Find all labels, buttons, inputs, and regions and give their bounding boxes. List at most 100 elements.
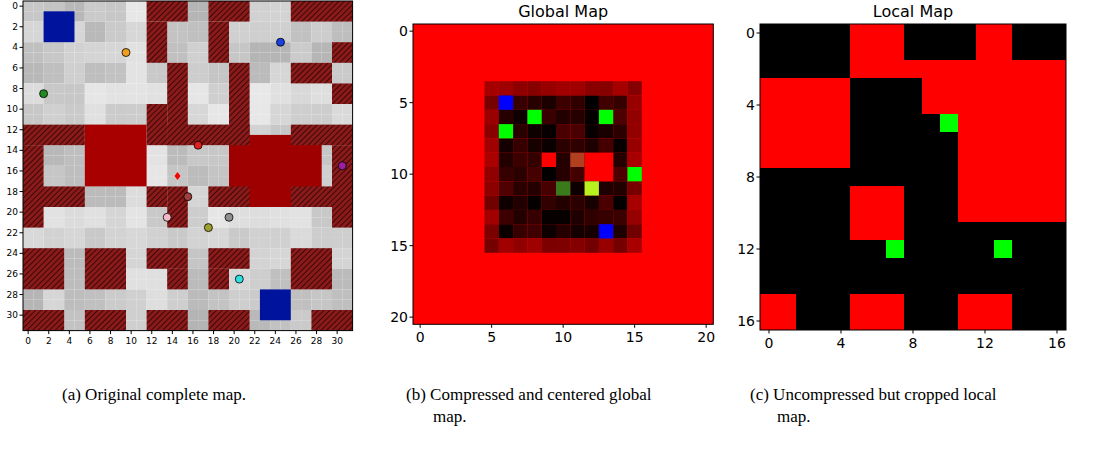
floor-cell (167, 300, 177, 310)
floor-cell (208, 156, 218, 166)
floor-cell (188, 53, 198, 63)
floor-cell (126, 94, 136, 104)
floor-cell (311, 104, 321, 114)
subfigure-caption: (c) Uncompressed but cropped local map. (750, 384, 1029, 428)
floor-cell (126, 197, 136, 207)
tick-mark (20, 212, 24, 213)
floor-cell (147, 156, 157, 166)
map-cell (585, 181, 599, 195)
floor-cell (239, 228, 249, 238)
map-cell (513, 239, 527, 253)
floor-cell (75, 145, 85, 155)
map-cell (585, 210, 599, 224)
tick-label: 2 (12, 22, 18, 32)
wall-block (23, 125, 85, 146)
floor-cell (44, 217, 54, 227)
floor-cell (54, 238, 64, 248)
floor-cell (219, 228, 229, 238)
map-cell (613, 153, 627, 167)
wall-block (147, 1, 188, 22)
floor-cell (260, 248, 270, 258)
floor-cell (250, 42, 260, 52)
tick-label: 14 (167, 336, 178, 346)
map-cell (570, 124, 584, 138)
tick-label: 4 (66, 336, 72, 346)
floor-cell (188, 73, 198, 83)
floor-cell (198, 207, 208, 217)
map-cell (499, 81, 513, 95)
floor-cell (311, 94, 321, 104)
floor-cell (219, 156, 229, 166)
floor-cell (342, 104, 352, 114)
tick-mark (89, 331, 90, 335)
floor-cell (116, 289, 126, 299)
tick-mark (20, 253, 24, 254)
floor-cell (301, 228, 311, 238)
floor-cell (64, 94, 74, 104)
floor-cell (239, 207, 249, 217)
floor-cell (126, 248, 136, 258)
floor-cell (157, 145, 167, 155)
floor-cell (198, 42, 208, 52)
floor-cell (33, 22, 43, 32)
floor-cell (229, 238, 239, 248)
floor-cell (208, 94, 218, 104)
floor-cell (198, 197, 208, 207)
floor-cell (198, 32, 208, 42)
tick-label: 15 (390, 238, 408, 254)
floor-cell (44, 63, 54, 73)
map-cell (585, 124, 599, 138)
floor-cell (126, 104, 136, 114)
floor-cell (44, 156, 54, 166)
floor-cell (64, 53, 74, 63)
floor-cell (167, 32, 177, 42)
obstacle-cell (976, 24, 1012, 60)
floor-cell (250, 289, 260, 299)
floor-cell (105, 73, 115, 83)
floor-cell (44, 104, 54, 114)
floor-cell (311, 83, 321, 93)
map-cell (599, 210, 613, 224)
agent-dot (277, 38, 285, 46)
floor-cell (44, 53, 54, 63)
floor-cell (85, 228, 95, 238)
wall-block (85, 248, 126, 289)
floor-cell (250, 310, 260, 320)
floor-cell (126, 186, 136, 196)
obstacle-cell (850, 24, 904, 60)
floor-cell (219, 83, 229, 93)
floor-cell (219, 63, 229, 73)
floor-cell (167, 42, 177, 52)
map-cell (499, 124, 513, 138)
map-cell (513, 81, 527, 95)
floor-cell (260, 207, 270, 217)
floor-cell (270, 125, 280, 135)
map-cell (628, 138, 642, 152)
floor-cell (95, 32, 105, 42)
map-cell (527, 96, 541, 110)
floor-cell (188, 217, 198, 227)
floor-cell (239, 22, 249, 32)
tick-label: 10 (125, 336, 136, 346)
floor-cell (219, 166, 229, 176)
floor-cell (64, 320, 74, 330)
floor-cell (126, 300, 136, 310)
map-cell (556, 224, 570, 238)
floor-cell (301, 94, 311, 104)
floor-cell (64, 238, 74, 248)
axis-spine (413, 24, 713, 324)
floor-cell (95, 114, 105, 124)
floor-cell (147, 83, 157, 93)
tick-label: 12 (976, 335, 994, 351)
floor-cell (75, 73, 85, 83)
floor-cell (33, 114, 43, 124)
agent-dot (235, 275, 243, 283)
floor-cell (332, 228, 342, 238)
floor-cell (54, 207, 64, 217)
tick-mark (20, 294, 24, 295)
floor-cell (64, 63, 74, 73)
floor-cell (95, 94, 105, 104)
map-cell (585, 110, 599, 124)
floor-cell (95, 207, 105, 217)
tick-mark (131, 331, 132, 335)
